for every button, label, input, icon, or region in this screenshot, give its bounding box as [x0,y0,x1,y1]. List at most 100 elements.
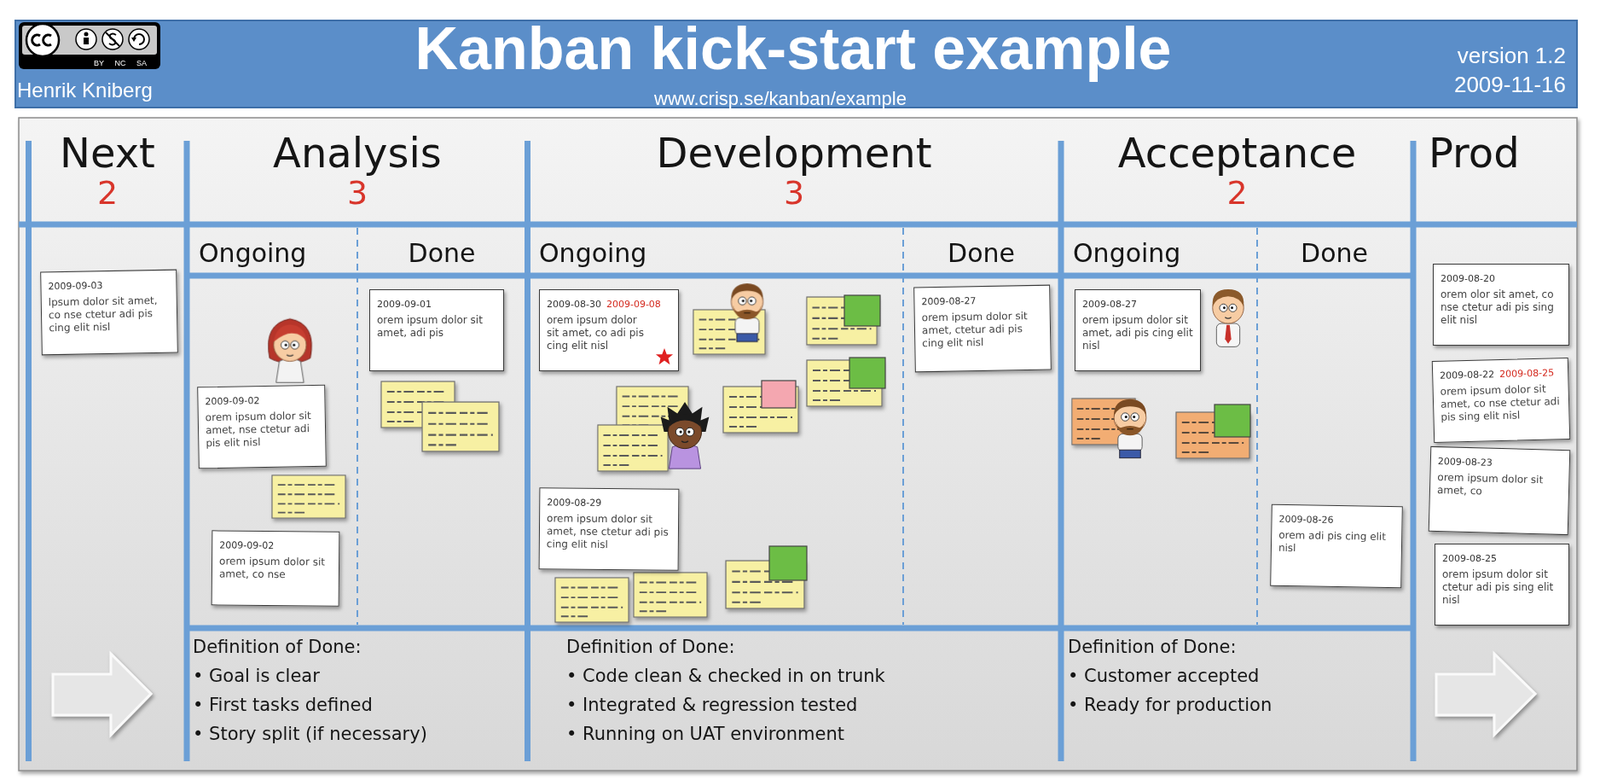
board-subcolumn: 2009-08-27orem ipsum dolor sit amet, cte… [904,227,1058,625]
team-member-avatar [268,318,313,383]
card-text: orem ipsum dolor sit amet, adi pis cing … [1082,313,1194,353]
board-subcolumn: 2009-08-26orem adi pis cing elit nislDon… [1258,227,1410,625]
board-column: 2009-09-02orem ipsum dolor sit amet, nse… [190,117,525,771]
card-date: 2009-08-20 [1440,272,1496,285]
card-text: orem adi pis cing elit nisl [1278,528,1396,557]
board-subcolumn: 2009-09-02orem ipsum dolor sit amet, nse… [190,227,356,625]
card-text: orem ipsum dolor sit amet, co nse ctetur… [1440,382,1563,424]
team-member-avatar [660,401,710,469]
task-card: 2009-08-22 2009-08-25orem ipsum dolor sit… [1431,357,1571,443]
card-date: 2009-08-22 [1439,368,1495,383]
sticky-note [555,577,629,622]
cc-license-badge [32,34,41,46]
status-marker [1214,404,1251,437]
column-lines [18,140,1577,761]
lane-label: Ongoing [530,227,902,269]
column-lines [524,140,531,761]
wip-limit: 3 [190,175,525,210]
cc-license-badge [18,22,161,70]
task-card: 2009-08-26orem adi pis cing elit nisl [1269,504,1403,589]
done-dividers [902,227,905,625]
card-date: 2009-08-29 [546,496,602,510]
column-heading: Prod [1416,117,1574,176]
card-text: orem ipsum dolor sit amet, co [1437,470,1563,500]
task-card: 2009-09-03lpsum dolor sit amet, co nse c… [40,269,179,356]
status-marker [844,295,881,326]
lane-label: Ongoing [1064,227,1256,269]
card-text: orem ipsum dolor sit amet, co nse [219,554,332,581]
column-lines [1410,140,1417,761]
cc-license-badge [133,34,145,45]
team-member-avatar [730,283,763,342]
card-due-date: 2009-08-25 [1499,366,1554,381]
card-text: orem ipsum dolor sit amet, nse ctetur ad… [205,409,319,450]
column-lines [1058,140,1065,761]
dod-heading: Definition of Done: [566,631,1055,661]
card-date: 2009-09-03 [47,279,103,293]
team-member-avatar [268,283,1245,469]
license-terms: BY NC SA [81,58,159,68]
dod-criterion: • Goal is clear [192,660,522,690]
version-number: version 1.2 [1310,42,1566,69]
sticky-note [597,424,668,471]
dod-criterion: • Code clean & checked in on trunk [566,660,1055,690]
dod-criterion: • Integrated & regression tested [566,689,1055,719]
cc-license-badge [83,37,89,45]
board-column: 2009-08-30 2009-09-08 orem ipsum dolor sit… [530,117,1058,771]
board-column: 2009-09-03lpsum dolor sit amet, co nse c… [31,117,184,771]
sticky-note [633,572,708,617]
priority-star [655,347,673,365]
flow-arrow [52,653,1536,735]
task-card: 2009-08-29orem ipsum dolor sit amet, nse… [539,486,680,570]
dod-criterion: • First tasks defined [192,689,522,719]
task-card: 2009-08-23orem ipsum dolor sit amet, co [1428,446,1572,535]
card-due-date: 2009-09-08 [606,298,661,311]
card-text: orem ipsum dolor sit amet, co adi pis ci… [546,313,672,353]
team-member-avatar [1113,399,1147,458]
done-dividers [1256,227,1258,625]
lane-label: Done [904,227,1058,269]
board-subcolumn: 2009-09-01orem ipsum dolor sit amet, adi… [359,227,525,625]
version-date: 2009-11-16 [1310,71,1566,98]
priority-star [655,347,674,366]
cc-license-badge [102,28,123,50]
task-card: 2009-08-27orem ipsum dolor sit amet, adi… [1074,289,1201,372]
column-lines [184,140,191,761]
dod-criterion: • Story split (if necessary) [192,718,522,748]
cc-license-badge [18,22,161,70]
board-subcolumn: 2009-08-27orem ipsum dolor sit amet, adi… [1064,227,1256,625]
task-card: 2009-08-27orem ipsum dolor sit amet, cte… [913,284,1052,373]
board-title: Kanban kick-start example [281,18,1305,79]
definition-of-done: Definition of Done:• Code clean & checke… [566,631,1055,767]
card-text: orem ipsum dolor sit amet, adi pis [376,313,497,340]
wip-limit: 2 [1064,175,1410,210]
cc-license-badge [26,23,59,57]
dod-criterion: • Customer accepted [1067,660,1408,690]
status-marker [769,545,807,580]
cc-license-badge [84,32,89,37]
flow-arrow [52,653,151,735]
board-background [18,117,1577,771]
task-card: 2009-09-02orem ipsum dolor sit amet, nse… [197,384,327,470]
card-date: 2009-08-30 [546,298,602,311]
status-marker [761,380,796,408]
task-card: 2009-08-25orem ipsum dolor sit ctetur ad… [1434,543,1570,626]
column-heading: Next [31,117,184,176]
dod-criterion: • Ready for production [1067,689,1408,719]
source-url: www.crisp.se/kanban/example [609,87,951,110]
column-lines [186,272,1414,279]
cc-license-badge [105,32,120,47]
wip-limit: 3 [530,175,1058,210]
status-marker [849,357,886,389]
card-text: orem ipsum dolor sit amet, ctetur adi pi… [921,309,1044,350]
column-lines [25,140,32,761]
done-dividers [356,227,359,625]
sticky-note [272,475,346,518]
done-dividers [357,227,1258,625]
card-text: orem ipsum dolor sit amet, nse ctetur ad… [546,511,672,551]
board-subcolumn: 2009-08-30 2009-09-08 orem ipsum dolor sit… [530,227,902,625]
card-text: orem olor sit amet, co nse ctetur adi pi… [1440,288,1562,327]
task-card: 2009-09-01orem ipsum dolor sit amet, adi… [369,289,505,372]
